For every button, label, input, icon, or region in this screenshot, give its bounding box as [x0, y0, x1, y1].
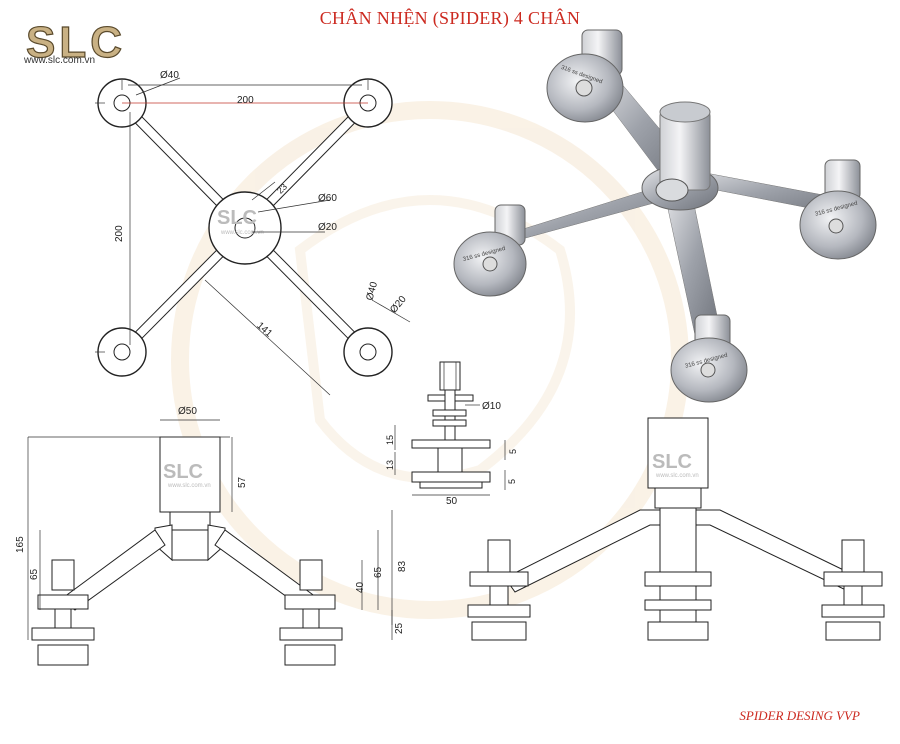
- svg-text:www.slc.com.vn: www.slc.com.vn: [655, 473, 699, 479]
- footer-caption: SPIDER DESING VVP: [739, 708, 860, 723]
- dim-200-horizontal: 200: [237, 95, 254, 106]
- dim-83: 83: [397, 560, 408, 572]
- top-view-watermark-url: www.slc.com.vn: [220, 230, 264, 236]
- fitting-left: 316 ss designed: [453, 204, 527, 297]
- top-view: SLC www.slc.com.vn 200 200 Ø40 23 Ø60 Ø2…: [95, 70, 411, 396]
- dim-5b: 5: [507, 479, 517, 484]
- front-view-watermark: SLC: [652, 451, 692, 473]
- dim-50-bolt: 50: [446, 496, 458, 507]
- dim-13: 13: [385, 460, 395, 470]
- side-view-watermark: SLC: [163, 461, 203, 483]
- fitting-right: 316 ss designed: [799, 159, 877, 260]
- page-title: CHÂN NHỆN (SPIDER) 4 CHÂN: [319, 8, 581, 28]
- fitting-bottom: 316 ss designed: [670, 314, 748, 403]
- svg-text:www.slc.com.vn: www.slc.com.vn: [167, 483, 211, 489]
- slc-logo: SLC: [25, 17, 126, 67]
- front-view: SLC www.slc.com.vn: [467, 417, 885, 641]
- dim-d40-top: Ø40: [160, 70, 179, 81]
- dim-d20-pad: Ø20: [388, 294, 409, 316]
- dim-15: 15: [385, 435, 395, 445]
- svg-text:SLC: SLC: [26, 18, 126, 67]
- bolt-detail: Ø10 15 13 5 5 50: [385, 361, 518, 507]
- spider-3d-render: 316 ss designed 316 ss designed 316 ss d…: [453, 29, 877, 403]
- top-view-watermark: SLC: [217, 207, 257, 229]
- dim-200-vertical: 200: [114, 225, 125, 242]
- dim-d60: Ø60: [318, 193, 337, 204]
- dim-d20-hub: Ø20: [318, 222, 337, 233]
- fitting-top-left: 316 ss designed: [546, 29, 624, 123]
- dim-65-right: 65: [373, 566, 384, 578]
- dim-141: 141: [254, 320, 274, 340]
- dim-165: 165: [15, 536, 26, 553]
- website-text: www.slc.com.vn: [24, 55, 96, 66]
- dim-65-left: 65: [29, 568, 40, 580]
- dim-57: 57: [237, 476, 248, 488]
- dim-d50: Ø50: [178, 406, 197, 417]
- dim-5a: 5: [508, 449, 518, 454]
- dim-25: 25: [394, 622, 405, 634]
- dim-d40-pad: Ø40: [365, 280, 381, 302]
- side-view: SLC www.slc.com.vn Ø50 57 165 65 83 65: [15, 406, 408, 666]
- dim-d10: Ø10: [482, 401, 501, 412]
- dim-40: 40: [355, 581, 366, 593]
